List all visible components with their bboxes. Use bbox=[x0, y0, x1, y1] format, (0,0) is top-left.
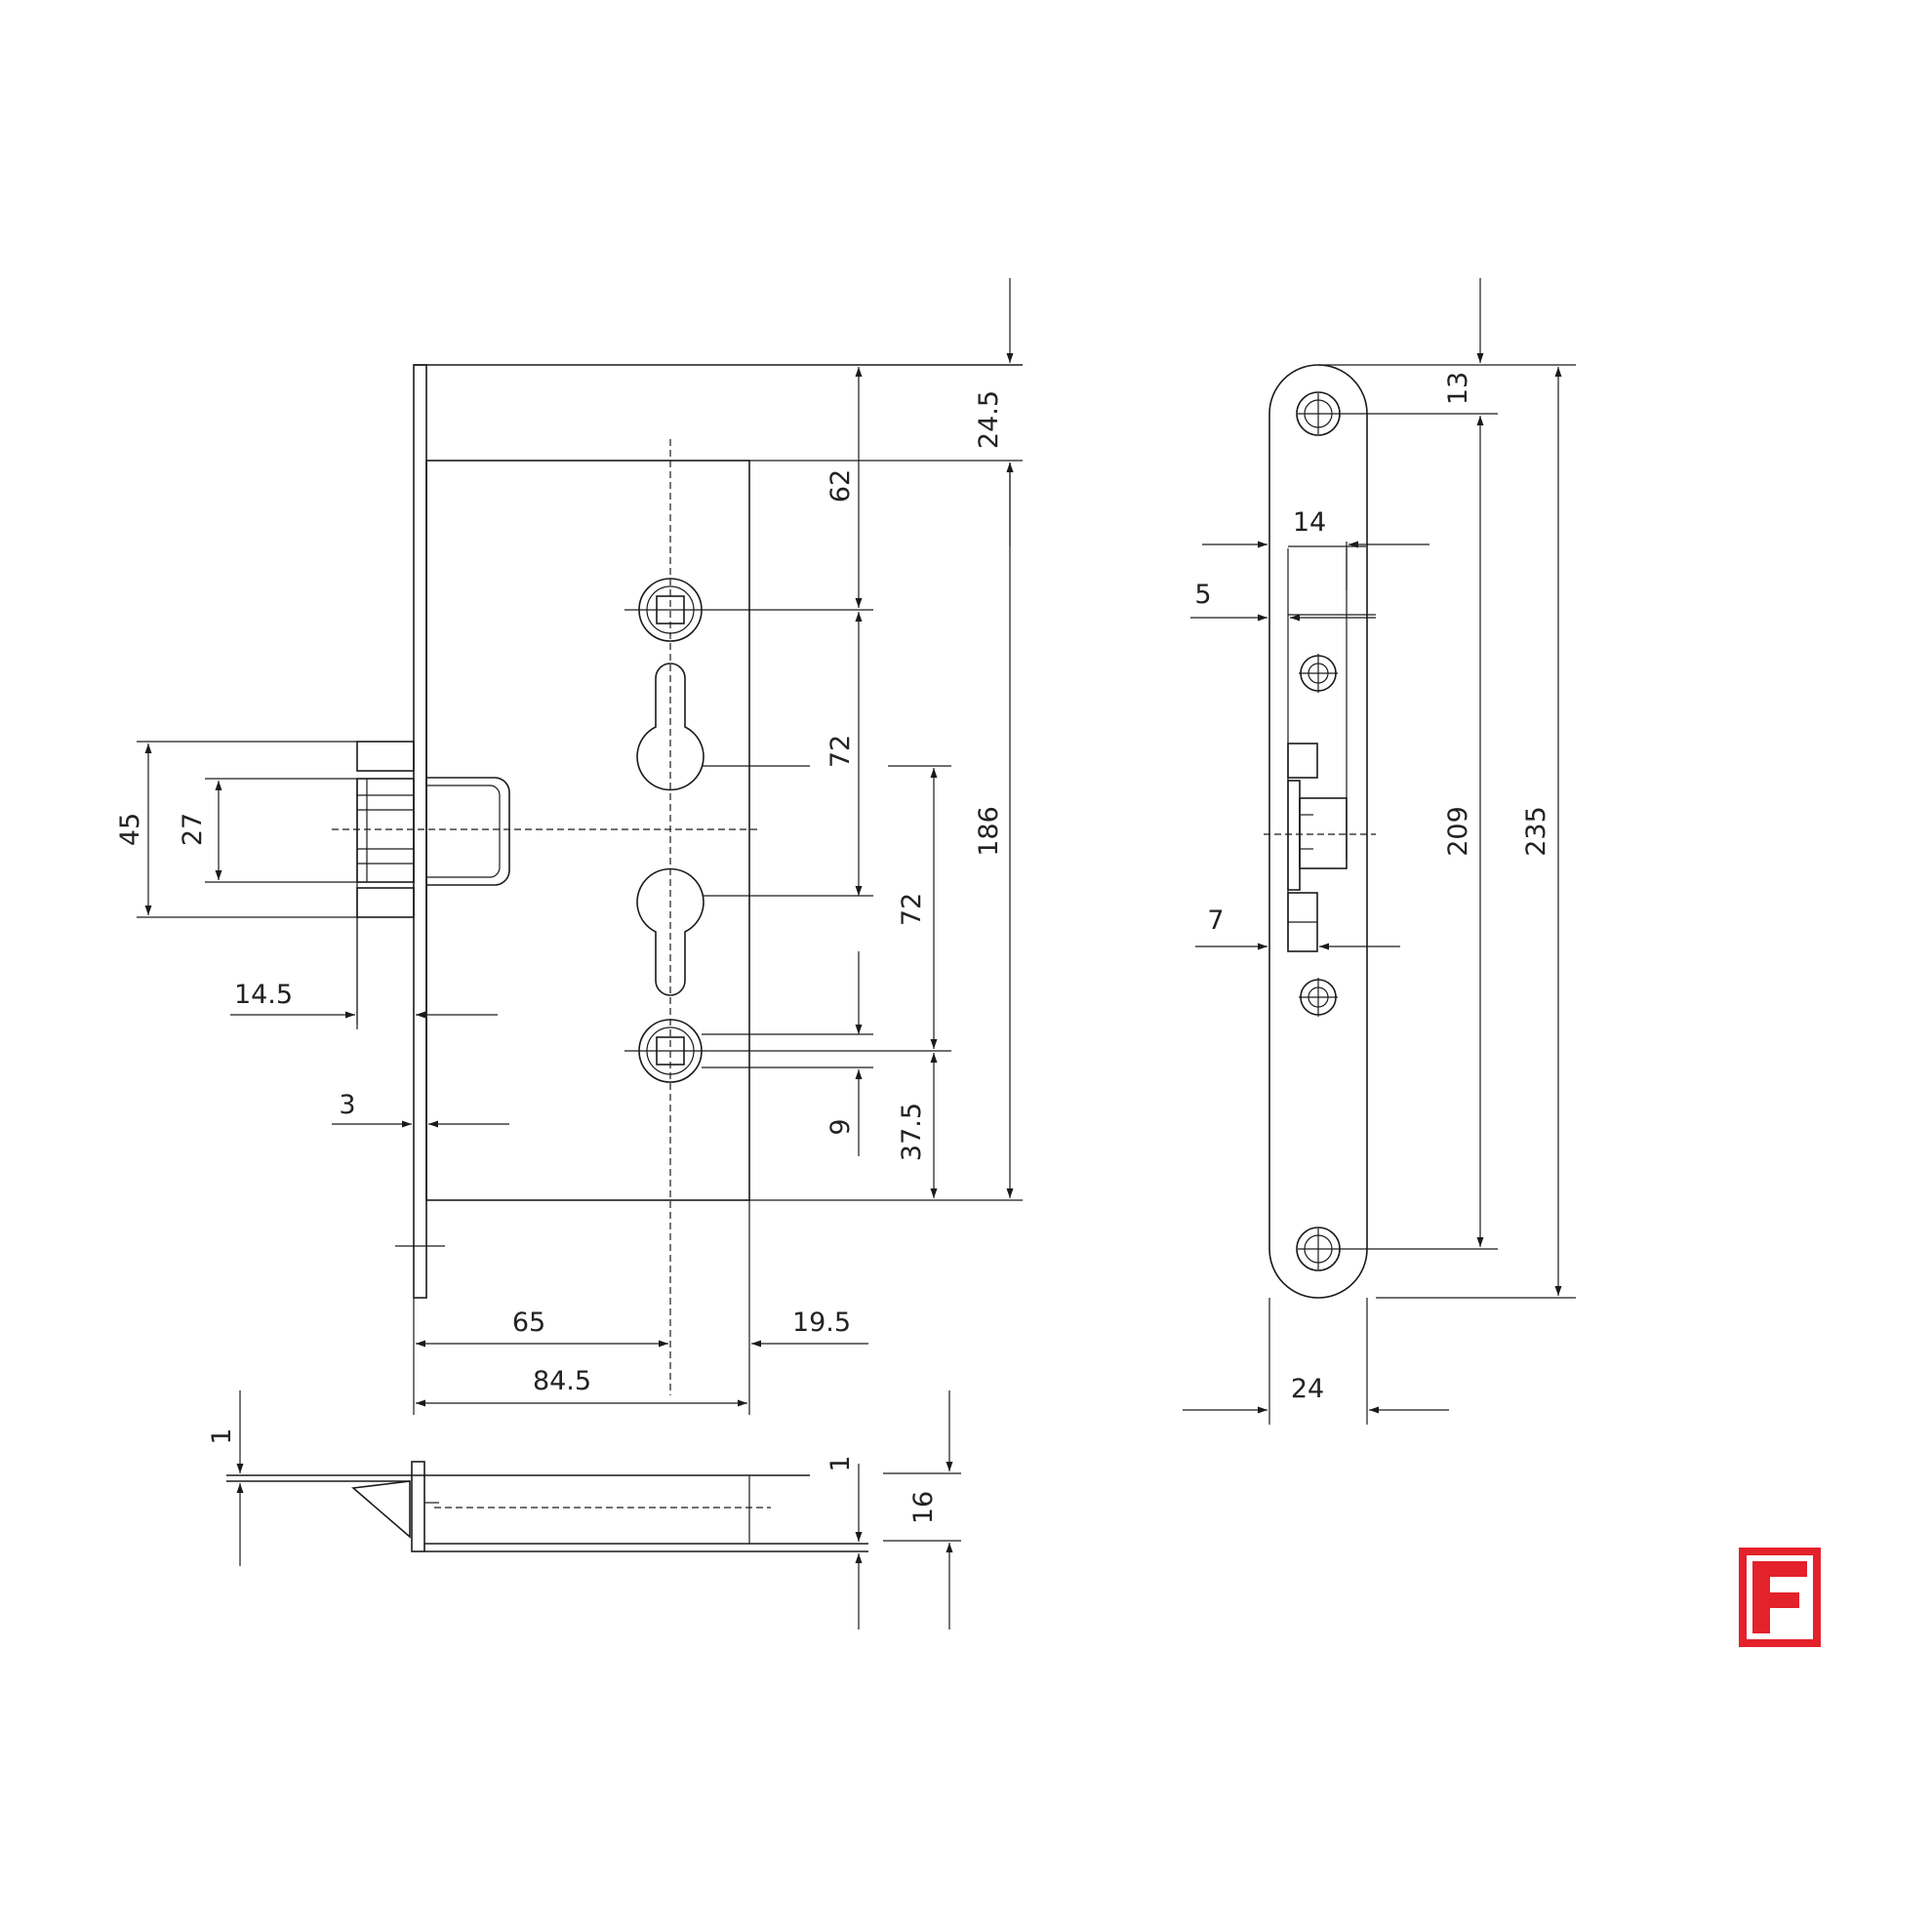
faceplate-view bbox=[1183, 278, 1576, 1425]
faceplate-screw-top bbox=[1296, 391, 1341, 436]
dim-186: 186 bbox=[974, 806, 1004, 857]
dim-3: 3 bbox=[339, 1090, 355, 1120]
dim-45: 45 bbox=[115, 813, 145, 846]
faceplate-outline bbox=[1268, 364, 1368, 1299]
faceplate-screw-mid-lower bbox=[1299, 978, 1338, 1017]
lower-follower-hole bbox=[624, 1019, 873, 1083]
dim-13: 13 bbox=[1443, 372, 1473, 405]
dim-62: 62 bbox=[825, 469, 856, 503]
dim-1-section-top: 1 bbox=[207, 1428, 237, 1444]
dim-24: 24 bbox=[1291, 1374, 1324, 1404]
dim-16: 16 bbox=[908, 1491, 939, 1524]
lock-case-body bbox=[425, 460, 750, 1201]
dim-72-lower: 72 bbox=[897, 893, 927, 926]
faceplate-screw-bottom bbox=[1296, 1227, 1341, 1271]
dim-235: 235 bbox=[1521, 806, 1551, 857]
front-dimension-lines bbox=[144, 278, 1014, 1415]
latch-bolt bbox=[356, 741, 510, 1025]
dim-14-5: 14.5 bbox=[234, 980, 293, 1010]
dim-7: 7 bbox=[1207, 906, 1224, 936]
dim-27: 27 bbox=[178, 813, 208, 846]
faceplate-side bbox=[413, 364, 427, 1299]
dim-65: 65 bbox=[512, 1308, 545, 1338]
dim-209: 209 bbox=[1443, 806, 1473, 857]
brand-logo bbox=[1739, 1548, 1821, 1647]
lock-section-view bbox=[226, 1390, 961, 1630]
upper-follower-hole bbox=[624, 578, 873, 642]
dim-37-5: 37.5 bbox=[897, 1103, 927, 1161]
lower-cylinder-hole bbox=[636, 867, 704, 996]
dimension-labels: 24.5 62 72 186 72 9 37.5 45 27 14.5 3 65… bbox=[115, 372, 1551, 1524]
dim-19-5: 19.5 bbox=[792, 1308, 851, 1338]
dim-84-5: 84.5 bbox=[533, 1366, 591, 1396]
dim-1-section-gap: 1 bbox=[825, 1455, 856, 1471]
dim-72-upper: 72 bbox=[825, 735, 856, 768]
dim-14: 14 bbox=[1293, 507, 1326, 538]
upper-cylinder-hole bbox=[636, 663, 704, 791]
dim-9: 9 bbox=[825, 1118, 856, 1135]
dim-5: 5 bbox=[1194, 580, 1211, 610]
dim-24-5: 24.5 bbox=[974, 390, 1004, 449]
lock-case-front-view bbox=[137, 364, 1023, 1395]
faceplate-screw-mid-upper bbox=[1299, 654, 1338, 693]
